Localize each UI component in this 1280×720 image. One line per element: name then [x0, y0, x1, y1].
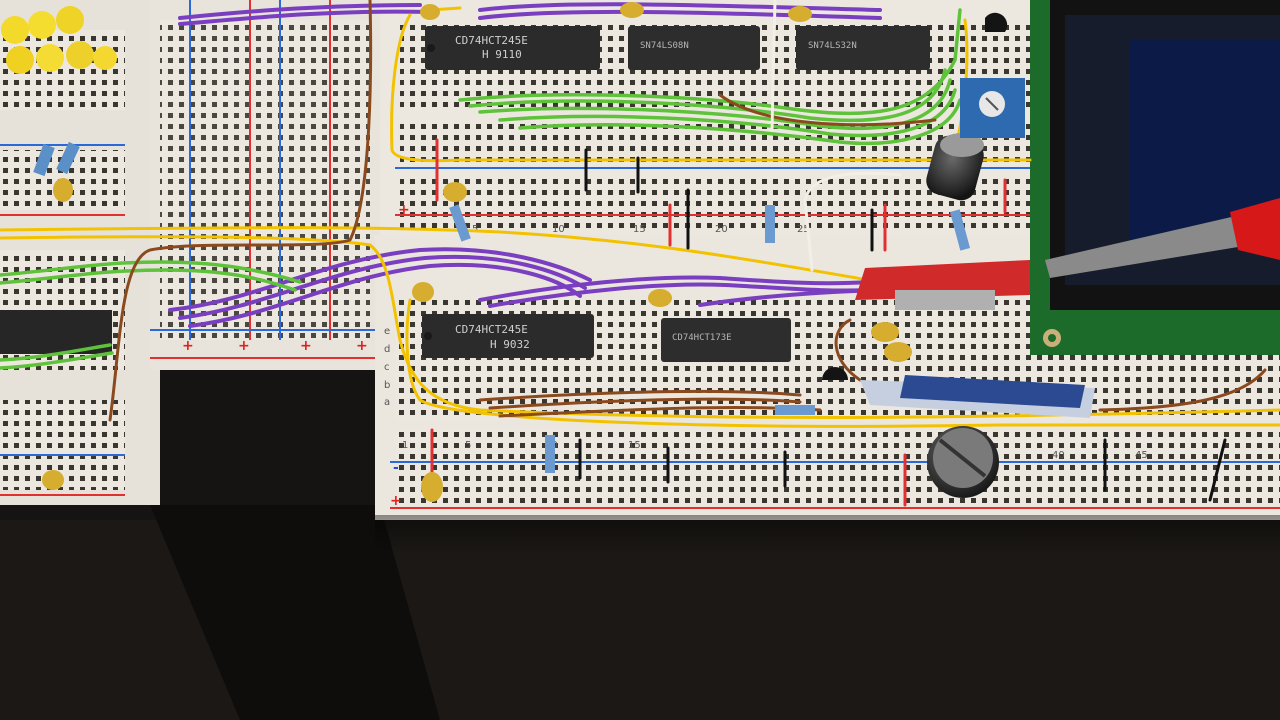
- row-letter: d: [384, 344, 390, 355]
- row-letter: a: [384, 397, 390, 408]
- capacitor-icon: [926, 133, 999, 498]
- chip-label: SN74LS08N: [640, 41, 689, 51]
- breadboard-bottom: - + 1 5 10 15 40 45 a b c d e: [375, 235, 1280, 520]
- wire-bundle-brown: [108, 0, 1267, 422]
- row-letter: b: [384, 380, 390, 391]
- resistor-icon: [33, 141, 971, 473]
- rail-minus-mark: -: [393, 460, 399, 476]
- potentiometer-icon: [960, 78, 1025, 138]
- row-number: 25: [797, 224, 810, 235]
- chip-label: H 9032: [490, 338, 530, 351]
- transistor-icon: [822, 12, 1008, 380]
- capacitor-icon: [42, 2, 912, 502]
- led-cluster: [1, 6, 117, 74]
- row-number: 15: [633, 224, 646, 235]
- rail-plus-mark: +: [238, 338, 250, 354]
- row-letter: c: [384, 362, 390, 373]
- module-board: [855, 260, 1095, 418]
- wire-jumpers: [430, 0, 1227, 507]
- lcd-display-icon: [1030, 0, 1280, 355]
- ic-chip: SN74LS32N: [796, 26, 930, 70]
- rail-plus-mark: +: [390, 493, 402, 509]
- ic-chip: SN74LS08N: [628, 26, 760, 70]
- wire-bundle-green: [0, 8, 962, 370]
- ic-chip: CD74HCT245E H 9110: [425, 26, 600, 70]
- row-number: 20: [715, 224, 728, 235]
- ic-chip: CD74HCT173E: [661, 318, 791, 362]
- row-number: 5: [465, 440, 471, 451]
- row-number: 10: [552, 224, 565, 235]
- row-number: 40: [1052, 450, 1065, 461]
- chip-label: SN74LS32N: [808, 41, 857, 51]
- chip-label: CD74HCT245E: [455, 34, 528, 47]
- chip-label: CD74HCT245E: [455, 323, 528, 336]
- row-number: 1: [402, 440, 408, 451]
- rail-plus-mark: +: [356, 338, 368, 354]
- power-rail-board: + + + +: [150, 0, 380, 370]
- rail-plus-mark: +: [182, 338, 194, 354]
- row-number: 45: [1135, 450, 1148, 461]
- rail-plus-mark: +: [300, 338, 312, 354]
- ic-chip: CD74HCT245E H 9032: [422, 314, 594, 358]
- rail-plus-mark: +: [398, 202, 410, 218]
- row-letter: e: [384, 326, 390, 337]
- row-number: 15: [628, 440, 641, 451]
- probe-icon: [1045, 198, 1280, 278]
- breadboard-left: [0, 0, 160, 505]
- chip-label: CD74HCT173E: [672, 333, 732, 343]
- chip-label: H 9110: [482, 48, 522, 61]
